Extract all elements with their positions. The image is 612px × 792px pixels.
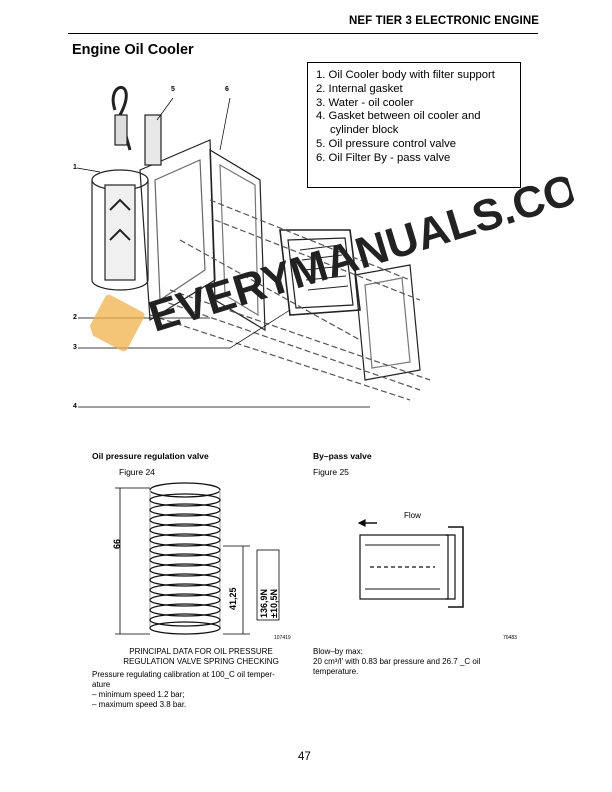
legend-item: 2. Internal gasket bbox=[316, 82, 403, 95]
page-title: Engine Oil Cooler bbox=[72, 42, 194, 58]
left-figure-title: Oil pressure regulation valve bbox=[92, 451, 209, 461]
dimension-41-25: 41,25 bbox=[228, 587, 238, 610]
legend-item: 5. Oil pressure control valve bbox=[316, 137, 457, 150]
right-figure-label: Figure 25 bbox=[313, 467, 349, 477]
callout-6: 6 bbox=[225, 86, 229, 93]
left-figure-code: 107419 bbox=[274, 635, 291, 641]
oil-cooler-exploded-diagram bbox=[76, 85, 431, 408]
caption-line: PRINCIPAL DATA FOR OIL PRESSURE bbox=[129, 647, 273, 656]
legend-item: 4. Gasket between oil cooler and bbox=[316, 110, 481, 123]
page-number: 47 bbox=[298, 751, 311, 763]
dimension-force-tolerance: ±10,5N bbox=[269, 589, 279, 618]
header-rule bbox=[68, 33, 538, 34]
note-line: 20 cm³/l' with 0.83 bar pressure and 26.… bbox=[313, 657, 481, 666]
legend-item: 1. Oil Cooler body with filter support bbox=[316, 69, 495, 81]
callout-1: 1 bbox=[73, 164, 77, 171]
bullet-item: – minimum speed 1.2 bar; bbox=[92, 690, 185, 699]
dimension-66: 66 bbox=[112, 538, 122, 549]
left-figure-label: Figure 24 bbox=[119, 467, 155, 477]
callout-4: 4 bbox=[73, 403, 77, 410]
callout-3: 3 bbox=[73, 344, 77, 351]
spring-diagram bbox=[115, 482, 280, 635]
note-line: temperature. bbox=[313, 667, 359, 676]
caption-line: REGULATION VALVE SPRING CHECKING bbox=[123, 657, 279, 666]
note-line: ature bbox=[92, 680, 111, 689]
note-line: Pressure regulating calibration at 100_C… bbox=[92, 670, 275, 679]
right-figure-code: 70483 bbox=[503, 635, 517, 641]
bullet-item: – maximum speed 3.8 bar. bbox=[92, 700, 187, 709]
legend-item: 3. Water - oil cooler bbox=[316, 96, 414, 109]
blow-by-note: Blow–by max: 20 cm³/l' with 0.83 bar pre… bbox=[313, 647, 528, 677]
legend-item: 6. Oil Filter By - pass valve bbox=[316, 151, 451, 164]
callout-2: 2 bbox=[73, 314, 77, 321]
bypass-valve-diagram bbox=[357, 519, 464, 608]
legend-item-continuation: cylinder block bbox=[330, 124, 399, 137]
calibration-note: Pressure regulating calibration at 100_C… bbox=[92, 670, 302, 710]
note-line: Blow–by max: bbox=[313, 647, 363, 656]
flow-label: Flow bbox=[404, 511, 421, 520]
right-figure-title: By–pass valve bbox=[313, 451, 372, 461]
dimension-force: 136,9N bbox=[259, 588, 269, 618]
callout-5: 5 bbox=[171, 86, 175, 93]
legend-box: 1. Oil Cooler body with filter support 2… bbox=[307, 62, 521, 188]
running-header: NEF TIER 3 ELECTRONIC ENGINE bbox=[348, 15, 539, 27]
spring-caption: PRINCIPAL DATA FOR OIL PRESSURE REGULATI… bbox=[108, 647, 294, 667]
